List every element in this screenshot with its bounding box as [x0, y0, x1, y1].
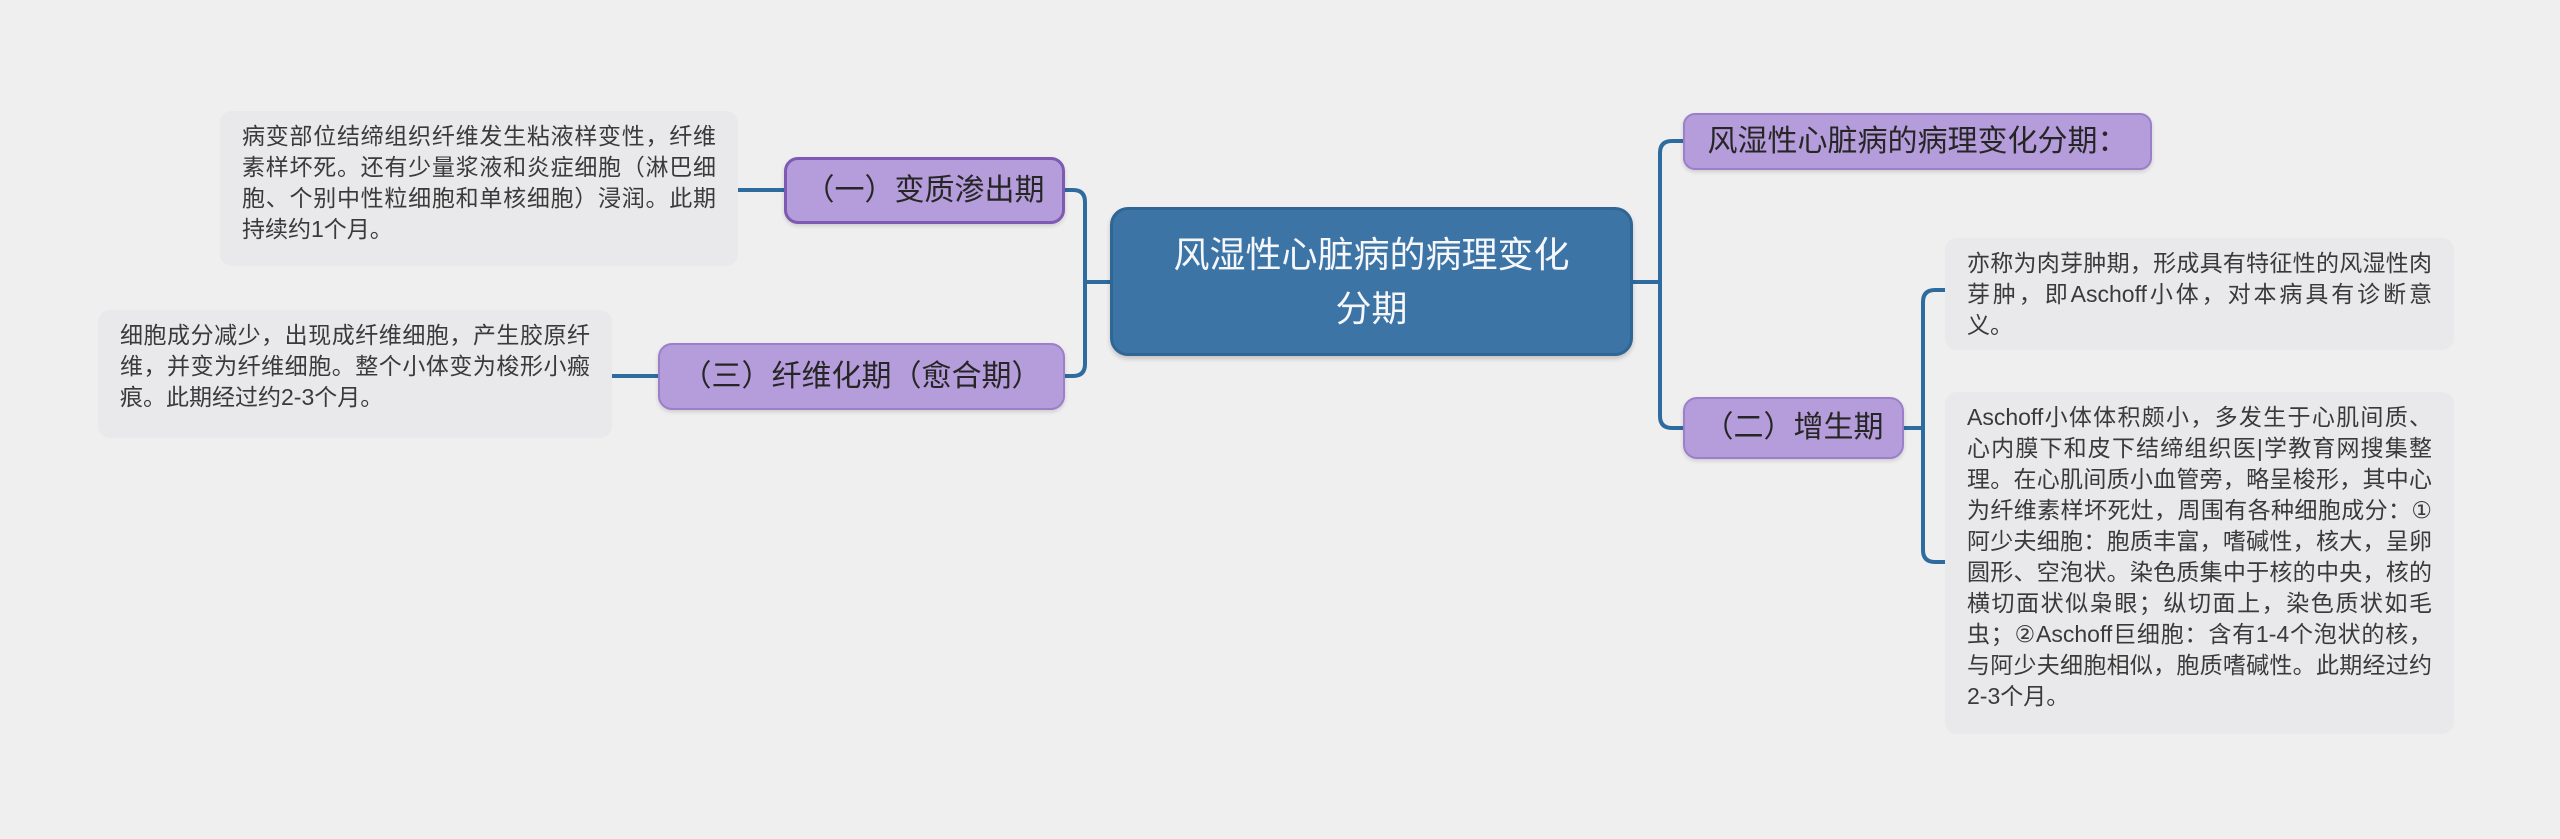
- branch-node-heading[interactable]: 风湿性心脏病的病理变化分期：: [1683, 113, 2152, 170]
- connector-right-bracket: [1658, 139, 1687, 430]
- note-stage3[interactable]: 细胞成分减少，出现成纤维细胞，产生胶原纤维，并变为纤维细胞。整个小体变为梭形小瘢…: [98, 310, 612, 438]
- note-stage2-summary[interactable]: 亦称为肉芽肿期，形成具有特征性的风湿性肉芽肿，即Aschoff小体，对本病具有诊…: [1945, 238, 2454, 350]
- note-stage1[interactable]: 病变部位结缔组织纤维发生粘液样变性，纤维素样坏死。还有少量浆液和炎症细胞（淋巴细…: [220, 111, 738, 266]
- central-topic-node[interactable]: 风湿性心脏病的病理变化分期: [1110, 207, 1633, 356]
- connector-left-bracket: [1061, 188, 1087, 378]
- note-stage2-detail[interactable]: Aschoff小体体积颇小，多发生于心肌间质、心内膜下和皮下结缔组织医|学教育网…: [1945, 392, 2454, 734]
- branch-node-stage3[interactable]: （三）纤维化期（愈合期）: [658, 343, 1065, 410]
- branch-node-stage2[interactable]: （二）增生期: [1683, 397, 1904, 459]
- branch-node-stage1[interactable]: （一）变质渗出期: [784, 157, 1065, 224]
- connector-stage2-bracket: [1921, 288, 1949, 564]
